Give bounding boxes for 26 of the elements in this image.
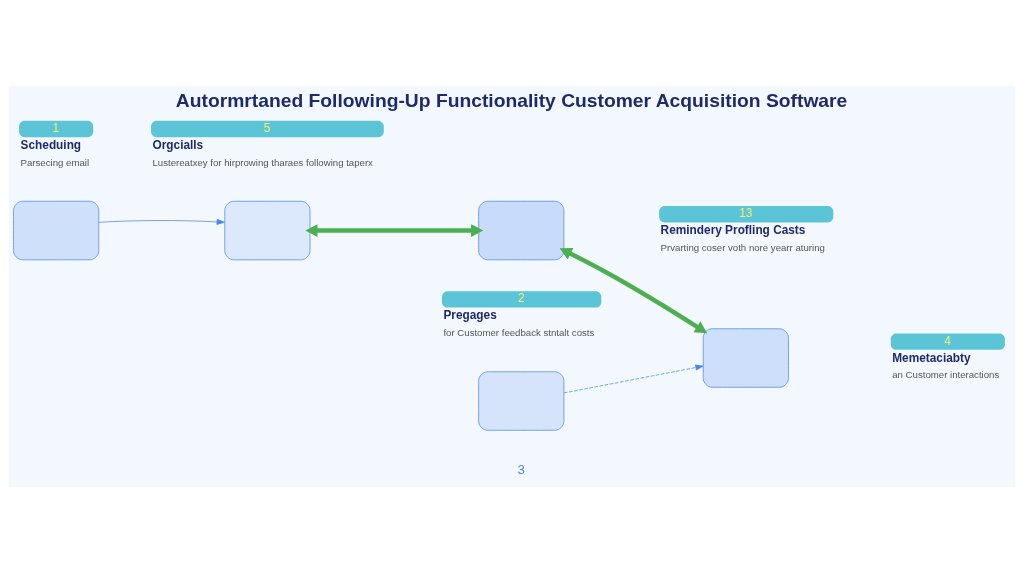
- node-box: [224, 200, 311, 261]
- node-label: for Customer feedback stntalt costs: [443, 327, 595, 339]
- node-box: [13, 200, 100, 261]
- node-box: [478, 200, 565, 261]
- node-label: Pregages: [443, 308, 497, 323]
- label: 3: [517, 461, 525, 477]
- node-box: 1: [19, 120, 94, 138]
- node-box: 13: [659, 206, 834, 223]
- node-label: Memetaciabty: [892, 350, 971, 365]
- node-box: 5: [151, 120, 384, 138]
- arrow: [559, 248, 708, 334]
- node-label: Prvarting coser voth nore yearr aturing: [660, 241, 825, 253]
- node-label: Lustereatxey for hirprowing tharaes following taperx: [152, 156, 373, 168]
- node-box: [478, 371, 565, 431]
- node-box: 2: [441, 291, 602, 308]
- arrow: [98, 218, 225, 225]
- node-label: Parsecing email: [20, 156, 90, 168]
- node-label: Remindery Profling Casts: [660, 223, 806, 238]
- node-label: an Customer interactions: [892, 369, 1000, 381]
- node-label: Scheduing: [20, 137, 82, 152]
- diagram-title: Autormrtaned Following-Up Functionality Customer Acquisition Software: [175, 89, 848, 111]
- node-label: Orgcialls: [152, 137, 204, 152]
- node-box: 4: [890, 333, 1005, 350]
- arrow: [305, 224, 484, 237]
- arrow: [563, 364, 704, 394]
- node-box: [702, 328, 789, 388]
